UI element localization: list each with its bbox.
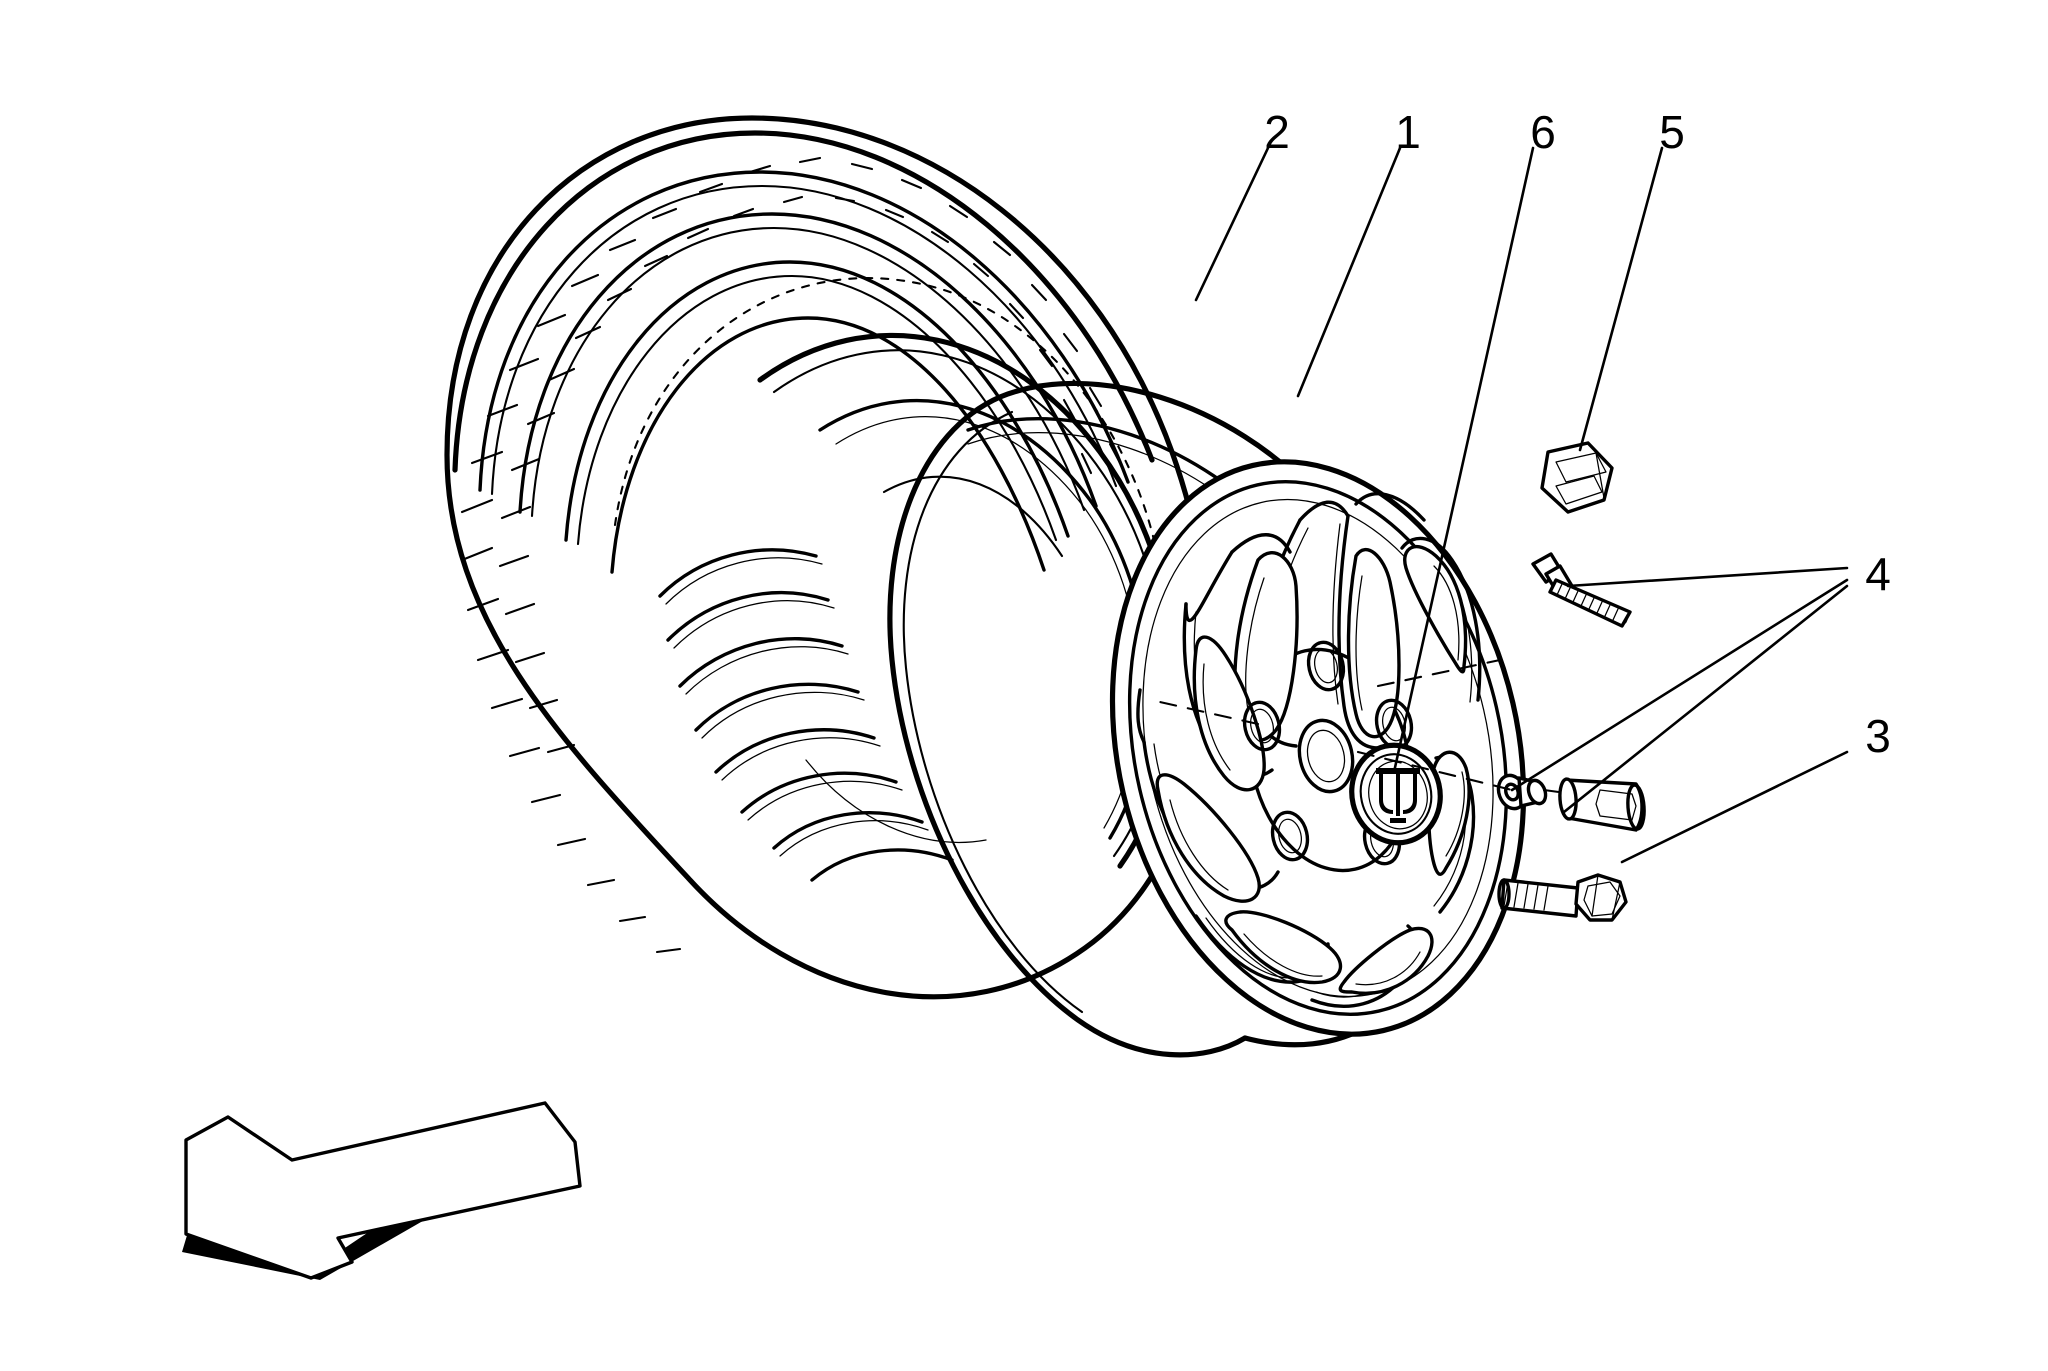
callout-number-3: 3 (1865, 710, 1891, 762)
callout-numbers: 2 1 6 5 4 3 (1264, 106, 1891, 762)
tyre-illustration (444, 115, 1212, 1000)
wheel-centre-cap (1349, 742, 1443, 846)
centre-axis-lines (1158, 658, 1514, 792)
wheel-bolt-holes (1242, 640, 1414, 866)
wheel-rim-illustration (887, 380, 1527, 1058)
balance-weight-part (1540, 441, 1614, 514)
bolt-socket-part (1558, 777, 1646, 832)
callout-leader-lines (1194, 146, 1849, 864)
hex-head-bolt-part (1497, 873, 1628, 922)
bolt-washer-part (1496, 773, 1568, 811)
bolt-screw-part (1531, 552, 1632, 628)
vehicle-forward-direction-arrow (182, 1101, 582, 1280)
callout-number-4: 4 (1865, 548, 1891, 600)
wheel-bolt-kit (1496, 552, 1646, 832)
callout-number-1: 1 (1395, 106, 1421, 158)
callout-number-2: 2 (1264, 106, 1290, 158)
callout-number-6: 6 (1530, 106, 1556, 158)
trident-emblem (1376, 768, 1420, 823)
callout-number-5: 5 (1659, 106, 1685, 158)
